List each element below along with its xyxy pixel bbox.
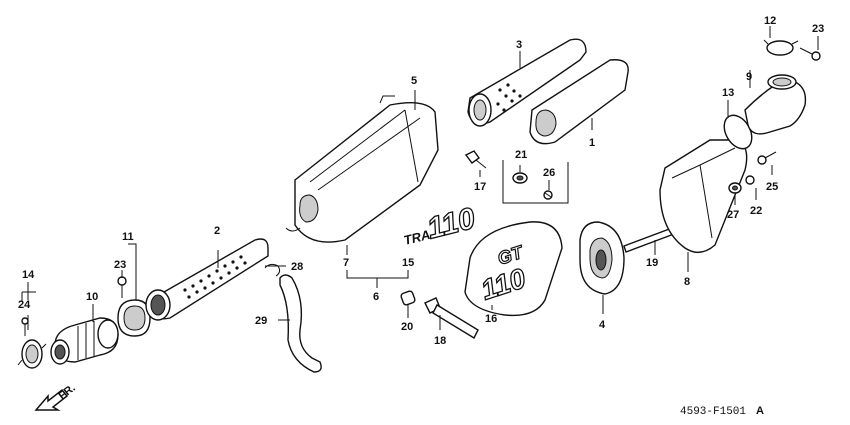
callout-19: 19 (646, 257, 658, 269)
part-5-air-cleaner-case (285, 95, 439, 243)
callout-18: 18 (434, 335, 446, 347)
part-27-washer (728, 182, 742, 194)
callout-6: 6 (373, 291, 379, 303)
callout-5: 5 (411, 75, 417, 87)
callout-14: 14 (22, 269, 35, 281)
part-29-breather-hose (279, 274, 322, 373)
part-12-clamp (763, 39, 799, 56)
emblem-tra-text: TRA (402, 227, 432, 248)
emblem-110-text: 110 (424, 202, 479, 246)
front-direction-arrow: FR. (34, 382, 78, 411)
callout-27: 27 (727, 209, 739, 221)
part-18-bolt (424, 297, 479, 339)
diagram-code: 4593-F1501 A (680, 405, 764, 418)
part-3-perforated-tube (467, 38, 587, 127)
callout-22: 22 (750, 205, 762, 217)
callout-1: 1 (589, 137, 595, 149)
part-10-intake-boot (50, 317, 119, 365)
part-26-screw (543, 190, 553, 200)
callout-labels: 1 2 3 4 5 6 7 8 9 10 11 12 13 14 15 16 1… (18, 15, 824, 347)
callout-12: 12 (764, 15, 776, 27)
diagram-code-suffix: A (756, 405, 764, 417)
callout-20: 20 (401, 321, 413, 333)
part-1-foam-element (529, 59, 629, 145)
callout-29: 29 (255, 315, 267, 327)
part-17-bolt (464, 150, 487, 169)
callout-10: 10 (86, 291, 98, 303)
part-15-emblem: TRA 110 (402, 201, 479, 248)
part-16-side-cover: GT 110 (464, 221, 563, 317)
part-2-filter-element (145, 238, 269, 321)
callout-23-right: 23 (812, 23, 824, 35)
callout-8: 8 (684, 276, 690, 288)
part-22-nut (745, 175, 755, 185)
callout-28: 28 (291, 261, 303, 273)
callout-7: 7 (343, 257, 349, 269)
part-23-bolt-left (117, 276, 127, 298)
callout-3: 3 (516, 39, 522, 51)
callout-23-left: 23 (114, 259, 126, 271)
leader-lines (21, 26, 819, 330)
callout-16: 16 (485, 313, 497, 325)
arrow-left-down-icon (34, 388, 69, 411)
part-21-grommet (512, 172, 528, 184)
callout-4: 4 (599, 319, 606, 331)
callout-13: 13 (722, 87, 734, 99)
callout-11: 11 (122, 231, 134, 243)
callout-9: 9 (746, 71, 752, 83)
part-9-duct (744, 74, 807, 135)
part-25-screw (757, 151, 777, 165)
part-4-seal (579, 221, 625, 295)
part-20-collar (400, 290, 416, 306)
part-23-bolt-right (799, 47, 821, 61)
part-8-intake-chamber (659, 139, 748, 253)
part-14-clamp (17, 339, 47, 369)
callout-24: 24 (18, 299, 31, 311)
callout-21: 21 (515, 149, 527, 161)
diagram-code-text: 4593-F1501 (680, 406, 746, 418)
callout-25: 25 (766, 181, 778, 193)
callout-2: 2 (214, 225, 220, 237)
part-24-screw (21, 317, 29, 336)
callout-17: 17 (474, 181, 486, 193)
part-11-gasket (117, 299, 151, 337)
callout-15: 15 (402, 257, 414, 269)
callout-26: 26 (543, 167, 555, 179)
